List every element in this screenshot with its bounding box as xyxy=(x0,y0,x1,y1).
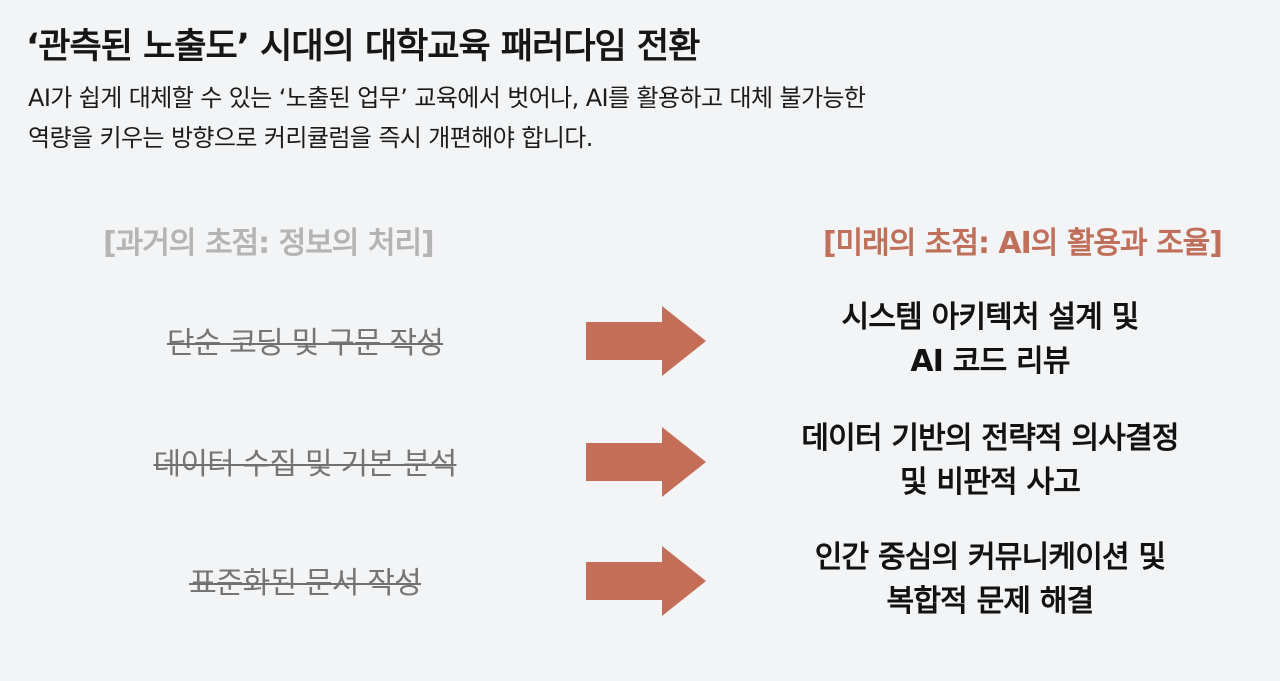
arrow-right-icon xyxy=(586,546,706,616)
future-item-line-1: 시스템 아키텍처 설계 및 xyxy=(841,300,1140,335)
comparison-row-3: 표준화된 문서 작성 인간 중심의 커뮤니케이션 및 복합적 문제 해결 xyxy=(0,530,1280,630)
future-item: 데이터 기반의 전략적 의사결정 및 비판적 사고 xyxy=(740,411,1240,511)
future-item-line-2: 복합적 문제 해결 xyxy=(886,584,1095,619)
subtitle-line-1: AI가 쉽게 대체할 수 있는 ‘노출된 업무’ 교육에서 벗어나, AI를 활… xyxy=(28,84,866,112)
past-item: 단순 코딩 및 구문 작성 xyxy=(166,326,444,361)
page-title: ‘관측된 노출도’ 시대의 대학교육 패러다임 전환 xyxy=(26,27,700,67)
arrow-right-icon xyxy=(586,427,706,497)
comparison-row-2: 데이터 수집 및 기본 분석 데이터 기반의 전략적 의사결정 및 비판적 사고 xyxy=(0,411,1280,511)
future-item-line-2: AI 코드 리뷰 xyxy=(910,344,1070,379)
past-item: 표준화된 문서 작성 xyxy=(189,566,422,601)
subtitle: AI가 쉽게 대체할 수 있는 ‘노출된 업무’ 교육에서 벗어나, AI를 활… xyxy=(28,78,866,158)
future-item: 인간 중심의 커뮤니케이션 및 복합적 문제 해결 xyxy=(740,530,1240,630)
future-focus-header: [미래의 초점: AI의 활용과 조율] xyxy=(822,226,1223,261)
subtitle-line-2: 역량을 키우는 방향으로 커리큘럼을 즉시 개편해야 합니다. xyxy=(28,124,593,152)
arrow-right-icon xyxy=(586,306,706,376)
past-item: 데이터 수집 및 기본 분석 xyxy=(153,447,458,482)
future-item: 시스템 아키텍처 설계 및 AI 코드 리뷰 xyxy=(740,290,1240,390)
past-focus-header: [과거의 초점: 정보의 처리] xyxy=(103,226,435,261)
future-item-line-1: 인간 중심의 커뮤니케이션 및 xyxy=(814,540,1166,575)
comparison-row-1: 단순 코딩 및 구문 작성 시스템 아키텍처 설계 및 AI 코드 리뷰 xyxy=(0,290,1280,390)
future-item-line-2: 및 비판적 사고 xyxy=(899,465,1081,500)
future-item-line-1: 데이터 기반의 전략적 의사결정 xyxy=(801,421,1179,456)
